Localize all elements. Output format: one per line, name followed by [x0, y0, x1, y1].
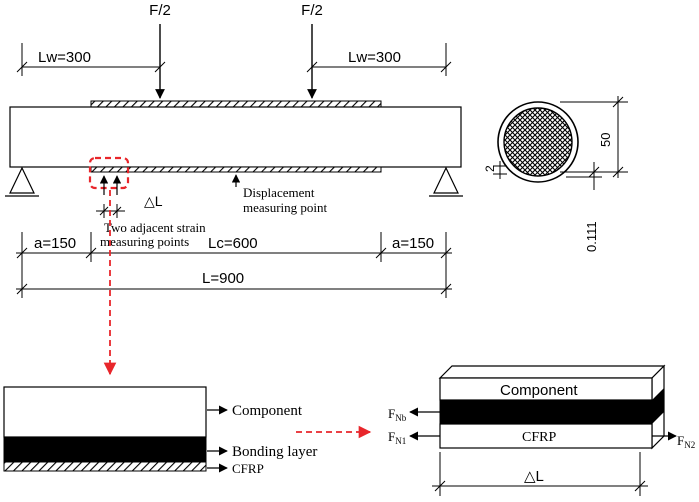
detail-component-layer	[3, 386, 207, 438]
a-left-label: a=150	[34, 235, 76, 252]
element-top-face	[438, 365, 666, 379]
span-dimensions	[16, 232, 452, 298]
section-inner-circle	[503, 107, 573, 177]
displacement-label-line2: measuring point	[243, 200, 328, 215]
element-component-label: Component	[500, 382, 578, 399]
detail-bonding-layer	[3, 436, 207, 463]
strain-points-label-line1: Two adjacent strain	[104, 220, 206, 235]
element-bonding-layer	[439, 399, 653, 425]
load-right-label: F/2	[301, 2, 323, 19]
a-right-label: a=150	[392, 235, 434, 252]
element-bonding-side	[652, 388, 664, 424]
strain-points-label-line2: measuring points	[100, 234, 189, 249]
detail-component-label: Component	[232, 403, 303, 419]
detail-bonding-label: Bonding layer	[232, 444, 317, 460]
section-dim-50-label: 50	[598, 133, 613, 147]
detail-view	[3, 386, 207, 472]
detail-cfrp-label: CFRP	[232, 461, 264, 476]
lw-right-dimension	[306, 43, 452, 76]
section-dimension-0111	[566, 162, 602, 190]
element-delta-l-label: △L	[524, 468, 544, 485]
element-delta-l-dimension	[432, 452, 648, 496]
force-fn1-label: FN1	[388, 429, 406, 446]
section-dim-2-label: 2	[483, 165, 497, 172]
strain-region-highlight	[88, 156, 130, 190]
lc-label: Lc=600	[208, 235, 258, 252]
lw-left-label: Lw=300	[38, 49, 91, 66]
delta-l-label: △L	[144, 193, 163, 209]
delta-l-dimension	[96, 204, 125, 218]
left-support	[5, 166, 39, 197]
section-dimension-2	[493, 161, 507, 179]
lw-right-label: Lw=300	[348, 49, 401, 66]
section-dim-0111-label: 0.111	[584, 221, 599, 252]
beam-body	[9, 106, 462, 168]
load-left: F/2	[149, 2, 171, 99]
lw-left-dimension	[16, 43, 166, 76]
force-fn2-label: FN2	[677, 433, 695, 450]
detail-cfrp-layer	[3, 461, 207, 472]
top-cfrp-strip	[90, 100, 382, 108]
force-fnb-label: FNb	[388, 406, 407, 423]
bottom-cfrp-strip	[90, 166, 382, 173]
load-right: F/2	[301, 2, 323, 99]
load-left-label: F/2	[149, 2, 171, 19]
element-cfrp-label: CFRP	[522, 430, 556, 445]
displacement-label-line1: Displacement	[243, 185, 315, 200]
l-total-label: L=900	[202, 270, 244, 287]
right-support	[429, 166, 463, 197]
cross-section	[497, 101, 579, 183]
